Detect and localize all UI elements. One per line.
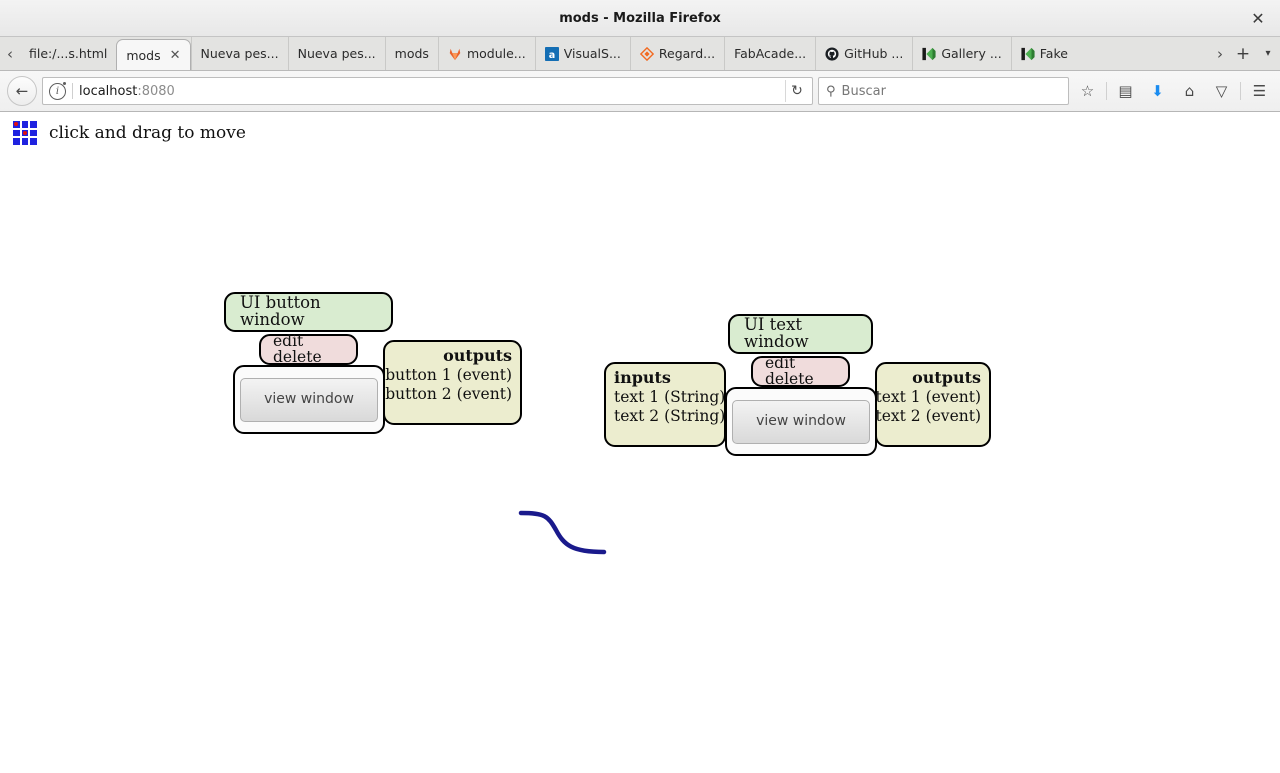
tab-label: file:/...s.html (29, 46, 108, 61)
tab-label: module... (466, 46, 526, 61)
tab-github-9[interactable]: GitHub ... (815, 37, 912, 70)
drag-grid-icon[interactable] (13, 121, 37, 145)
input-port[interactable]: text 1 (String) (614, 387, 726, 406)
tab-fabacade-8[interactable]: FabAcade... (724, 37, 815, 70)
search-input-placeholder[interactable]: Buscar (841, 83, 886, 99)
page-canvas[interactable]: click and drag to move UI button window … (0, 112, 1280, 773)
url-port: :8080 (137, 83, 175, 99)
tab-regard-7[interactable]: Regard... (629, 37, 724, 70)
output-port[interactable]: button 2 (event) (385, 385, 512, 404)
tab-strip: file:/...s.html mods ✕ Nueva pes... Nueva pe… (20, 37, 1210, 70)
page-title: click and drag to move (49, 123, 246, 143)
tab-label: GitHub ... (844, 46, 904, 61)
amazon-a-icon: a (544, 46, 559, 61)
tab-scroll-right-icon[interactable]: › (1217, 44, 1223, 63)
tab-label: VisualS... (563, 46, 621, 61)
browser-tab-bar: ‹ file:/...s.html mods ✕ Nueva pes... Nueva … (0, 37, 1280, 71)
list-all-tabs-icon[interactable]: ▾ (1265, 48, 1271, 59)
inputs-title: inputs (614, 368, 671, 387)
tab-label: mods (394, 46, 429, 61)
outputs-title: outputs (443, 346, 512, 365)
view-window-button-ui-button-window[interactable]: view window (240, 377, 378, 422)
output-port[interactable]: text 1 (event) (875, 387, 982, 406)
svg-text:a: a (548, 49, 555, 60)
module-commands-ui-button-window[interactable]: edit delete (259, 333, 358, 365)
browser-title-bar: mods - Mozilla Firefox ✕ (0, 0, 1280, 37)
back-button[interactable]: ← (7, 76, 37, 106)
outputs-title: outputs (912, 368, 981, 387)
tab-label: mods (126, 47, 161, 63)
downloads-icon[interactable]: ⬇ (1151, 82, 1164, 100)
home-icon[interactable]: ⌂ (1184, 82, 1195, 100)
site-identity-icon[interactable]: i (49, 81, 66, 100)
url-host: localhost (79, 83, 138, 99)
tab-label: FabAcade... (734, 46, 807, 61)
url-bar[interactable]: i localhost:8080 ↻ (42, 77, 813, 105)
tab-fake-11[interactable]: Fake (1010, 37, 1077, 70)
gitlab-fox-icon (448, 47, 462, 61)
reload-icon[interactable]: ↻ (785, 80, 808, 102)
tab-file-s-html-0[interactable]: file:/...s.html (20, 37, 116, 70)
bookmark-star-icon[interactable]: ☆ (1080, 82, 1095, 100)
tab-label: Regard... (658, 46, 716, 61)
tab-label: Gallery ... (941, 46, 1002, 61)
new-tab-button[interactable]: + (1235, 43, 1251, 64)
browser-nav-bar: ← i localhost:8080 ↻ ⚲ Buscar ☆ ▤ ⬇ ⌂ ▽ … (0, 71, 1280, 112)
tab-label: Fake (1039, 46, 1068, 61)
kicad-icon (922, 47, 936, 61)
page-header: click and drag to move (13, 121, 246, 145)
toolbar-divider-2 (1240, 82, 1241, 100)
reader-list-icon[interactable]: ▤ (1118, 82, 1133, 100)
module-commands-ui-text-window[interactable]: edit delete (751, 355, 850, 387)
tab-mods-1[interactable]: mods ✕ (116, 39, 191, 70)
tab-label: Nueva pes... (200, 46, 279, 61)
tab-visuals-6[interactable]: a VisualS... (534, 37, 630, 70)
module-outputs-ui-button-window[interactable]: outputs button 1 (event) button 2 (event… (383, 340, 522, 425)
module-outputs-ui-text-window[interactable]: outputs text 1 (event) text 2 (event) (875, 362, 991, 447)
module-title-ui-text-window[interactable]: UI text window (728, 314, 873, 354)
github-cat-icon (825, 46, 839, 61)
url-input[interactable]: localhost:8080 (79, 84, 779, 99)
module-view-panel-ui-button-window: view window (233, 365, 385, 434)
output-port[interactable]: text 2 (event) (875, 407, 982, 426)
tab-gallery-10[interactable]: Gallery ... (912, 37, 1010, 70)
view-window-button-ui-text-window[interactable]: view window (732, 399, 870, 444)
window-close-button[interactable]: ✕ (1251, 8, 1265, 28)
tab-close-icon[interactable]: ✕ (169, 47, 181, 63)
tab-module-5[interactable]: module... (437, 37, 535, 70)
tab-scroll-left-icon[interactable]: ‹ (7, 44, 13, 63)
toolbar-divider (1106, 82, 1107, 100)
search-icon: ⚲ (826, 83, 836, 99)
input-port[interactable]: text 2 (String) (614, 407, 726, 426)
kicad-icon (1021, 47, 1035, 61)
module-title-ui-button-window[interactable]: UI button window (224, 292, 393, 332)
tab-nueva-pes-3[interactable]: Nueva pes... (287, 37, 385, 70)
orange-diamond-icon (639, 46, 654, 61)
window-title: mods - Mozilla Firefox (559, 10, 721, 26)
search-bar[interactable]: ⚲ Buscar (818, 77, 1069, 105)
url-divider (72, 83, 73, 99)
wire-outputs-to-inputs (518, 510, 607, 555)
hamburger-menu-icon[interactable]: ☰ (1252, 82, 1267, 100)
tab-label: Nueva pes... (297, 46, 376, 61)
pocket-icon[interactable]: ▽ (1215, 82, 1228, 100)
module-inputs-ui-text-window[interactable]: inputs text 1 (String) text 2 (String) (604, 362, 726, 447)
tab-mods-4[interactable]: mods (384, 37, 438, 70)
tab-nueva-pes-2[interactable]: Nueva pes... (190, 37, 288, 70)
output-port[interactable]: button 1 (event) (385, 365, 512, 384)
module-view-panel-ui-text-window: view window (725, 387, 877, 456)
